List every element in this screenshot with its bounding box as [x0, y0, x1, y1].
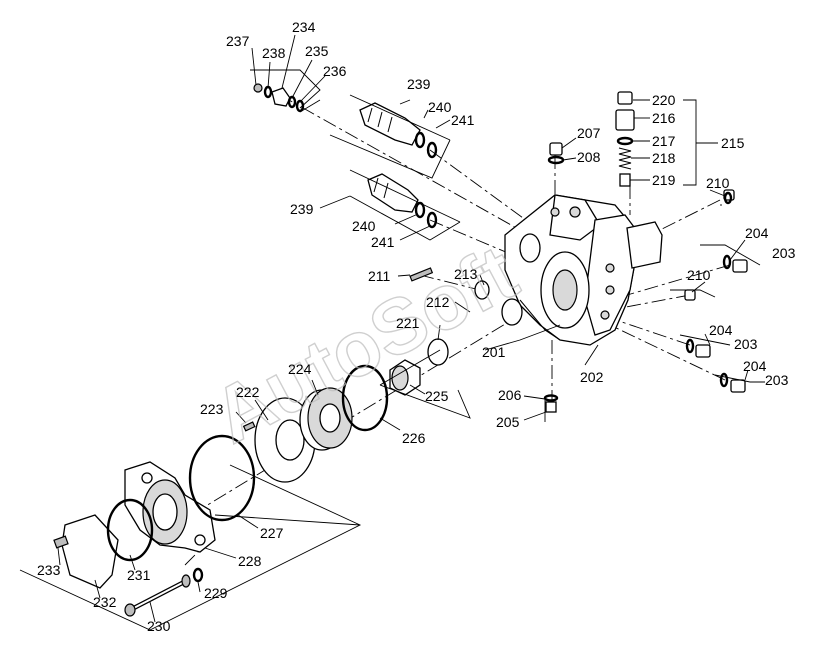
callout-232: 232 [93, 594, 117, 610]
callout-239-upper: 239 [407, 76, 431, 92]
callout-225: 225 [425, 388, 449, 404]
callout-201: 201 [482, 344, 506, 360]
watermark: AutoSoft [199, 228, 531, 460]
callout-202: 202 [580, 369, 604, 385]
seal-212 [501, 298, 523, 326]
callout-211: 211 [368, 268, 391, 284]
callout-208: 208 [577, 149, 601, 165]
oring-204-upper [722, 254, 732, 270]
callout-labels: 237 234 238 235 236 239 240 241 239 240 … [37, 19, 796, 634]
plug-203-lower [730, 379, 746, 393]
callout-212: 212 [426, 294, 450, 310]
callout-238: 238 [262, 45, 286, 61]
front-cover [124, 461, 216, 553]
oring-217 [616, 136, 634, 146]
callout-228: 228 [238, 553, 262, 569]
callout-236: 236 [323, 63, 347, 79]
bearing-224 [299, 387, 353, 451]
callout-241-lower: 241 [371, 234, 395, 250]
pin-211 [409, 267, 434, 282]
callout-241-upper: 241 [451, 112, 475, 128]
oring-204-lower [719, 372, 729, 388]
oring-204-middle [685, 338, 695, 354]
callout-217: 217 [652, 133, 676, 149]
callout-234: 234 [292, 19, 316, 35]
callout-223: 223 [200, 401, 224, 417]
housing-sleeve-213 [626, 221, 663, 269]
oring-206 [543, 394, 559, 402]
callout-206: 206 [498, 387, 522, 403]
callout-210-upper: 210 [706, 175, 730, 191]
oring-240-upper [414, 131, 426, 149]
callout-226: 226 [402, 430, 426, 446]
callout-203-lower: 203 [765, 372, 789, 388]
plug-234 [271, 87, 291, 107]
spool-239-lower [367, 173, 419, 213]
callout-203-middle: 203 [734, 336, 758, 352]
plug-203-upper [732, 259, 748, 273]
oring-240-lower [414, 201, 426, 219]
callout-210-lower: 210 [687, 267, 711, 283]
bolt-233 [53, 535, 69, 549]
callout-221: 221 [396, 315, 420, 331]
callout-216: 216 [652, 110, 676, 126]
bolt-230 [124, 574, 191, 617]
oring-210-upper [723, 191, 733, 205]
callout-220: 220 [652, 92, 676, 108]
oring-231 [106, 498, 154, 562]
spring-218 [618, 147, 632, 170]
callout-204-lower: 204 [743, 358, 767, 374]
oring-227 [188, 434, 256, 522]
pin-223 [242, 421, 256, 432]
cover-plate-232 [61, 514, 119, 589]
plug-203-middle [695, 344, 711, 358]
callout-239-lower: 239 [290, 201, 314, 217]
adjuster-216 [615, 109, 635, 131]
oring-226 [341, 364, 389, 432]
callout-207: 207 [577, 125, 601, 141]
callout-222: 222 [236, 384, 260, 400]
callout-219: 219 [652, 172, 676, 188]
callout-230: 230 [147, 618, 171, 634]
callout-224: 224 [288, 361, 312, 377]
leader-lines [19, 34, 765, 631]
nut-237 [253, 83, 263, 93]
callout-233: 233 [37, 562, 61, 578]
spool-239-upper [359, 102, 421, 146]
plug-207 [549, 142, 563, 156]
callout-240-upper: 240 [428, 99, 452, 115]
plug-210-lower [684, 289, 696, 301]
callout-204-upper: 204 [745, 225, 769, 241]
callout-215: 215 [721, 135, 745, 151]
callout-231: 231 [127, 567, 151, 583]
callout-240-lower: 240 [352, 218, 376, 234]
washer-229 [192, 567, 204, 583]
callout-229: 229 [204, 585, 228, 601]
oring-208 [547, 155, 565, 165]
callout-218: 218 [652, 150, 676, 166]
callout-205: 205 [496, 414, 520, 430]
callout-227: 227 [260, 525, 284, 541]
ring-238 [263, 85, 273, 99]
callout-203-upper: 203 [772, 245, 796, 261]
callout-204-middle: 204 [709, 322, 733, 338]
ring-236 [295, 99, 305, 113]
callout-237: 237 [226, 33, 250, 49]
callout-213: 213 [454, 266, 478, 282]
callout-235: 235 [305, 43, 329, 59]
ring-235 [287, 95, 297, 109]
poppet-219 [619, 173, 631, 187]
main-housing [504, 194, 641, 346]
oring-241-lower [426, 211, 438, 229]
oring-241-upper [426, 141, 438, 159]
plug-205 [545, 401, 557, 413]
cap-220 [617, 91, 633, 105]
